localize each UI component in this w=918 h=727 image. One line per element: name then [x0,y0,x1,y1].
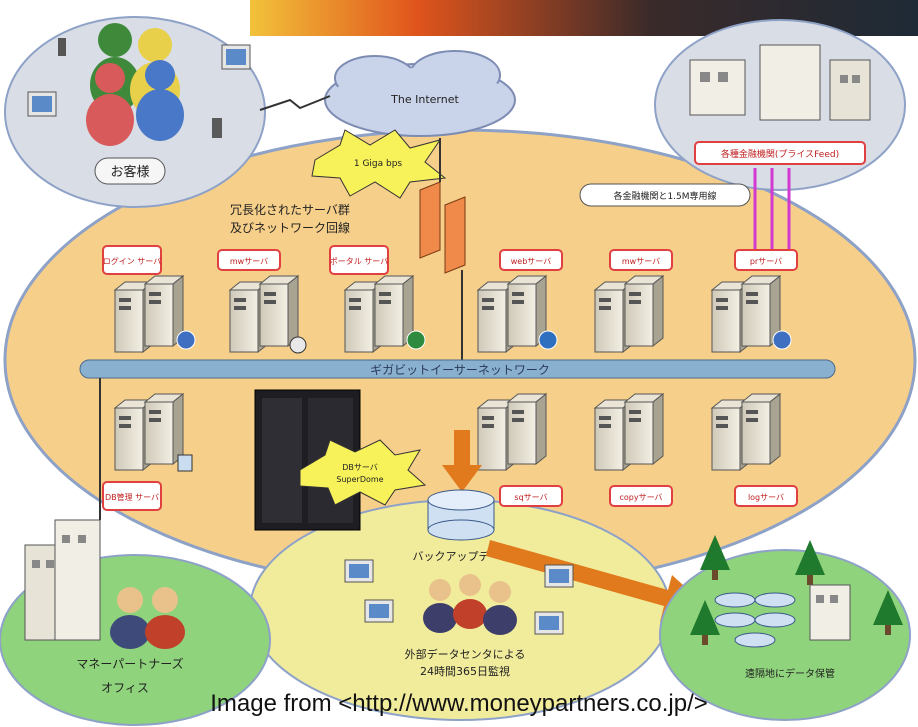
server-tag-label: logサーバ [748,493,784,502]
remote-storage-label: 遠隔地にデータ保管 [745,667,835,680]
internet-label: The Internet [390,93,459,106]
dbserver-label-line1: DBサーバ [342,463,378,472]
redundant-label-line1: 冗長化されたサーバ群 [230,203,350,217]
monitoring-label-line1: 外部データセンタによる [405,647,526,661]
server-tag-label: prサーバ [750,257,782,266]
server-tag-label: ログイン サーバ [103,256,161,266]
server-tag-label: sqサーバ [514,493,547,502]
bandwidth-label: 1 Giga bps [354,159,403,169]
server-tag-label: webサーバ [511,257,551,266]
network-label: ギガビットイーサーネットワーク [370,363,550,377]
financial-institutions-label: 各種金融機関(プライスFeed) [721,148,839,160]
server-tag-label: mwサーバ [622,257,660,266]
customers-label: お客様 [110,164,149,180]
redundant-label-line2: 及びネットワーク回線 [230,220,350,235]
backup-data-icon [428,490,494,540]
office-building-icon [25,520,100,640]
image-credit: Image from <http://www.moneypartners.co.… [0,690,918,718]
remote-building-icon [810,585,850,640]
office-label-line1: マネーパートナーズ [76,656,183,671]
monitoring-label-line2: 24時間365日監視 [420,664,510,678]
dedicated-line-label: 各金融機関と1.5M専用線 [613,190,716,202]
internet-link-line [260,96,330,110]
server-tag-label: ポータル サーバ [330,257,388,266]
server-tag-label: mwサーバ [230,257,268,266]
db-cylinder-icon [178,455,192,471]
server-tag-label: copyサーバ [619,493,662,502]
server-tag-label: DB管理 サーバ [105,492,159,502]
dbserver-label-line2: SuperDome [336,475,383,484]
